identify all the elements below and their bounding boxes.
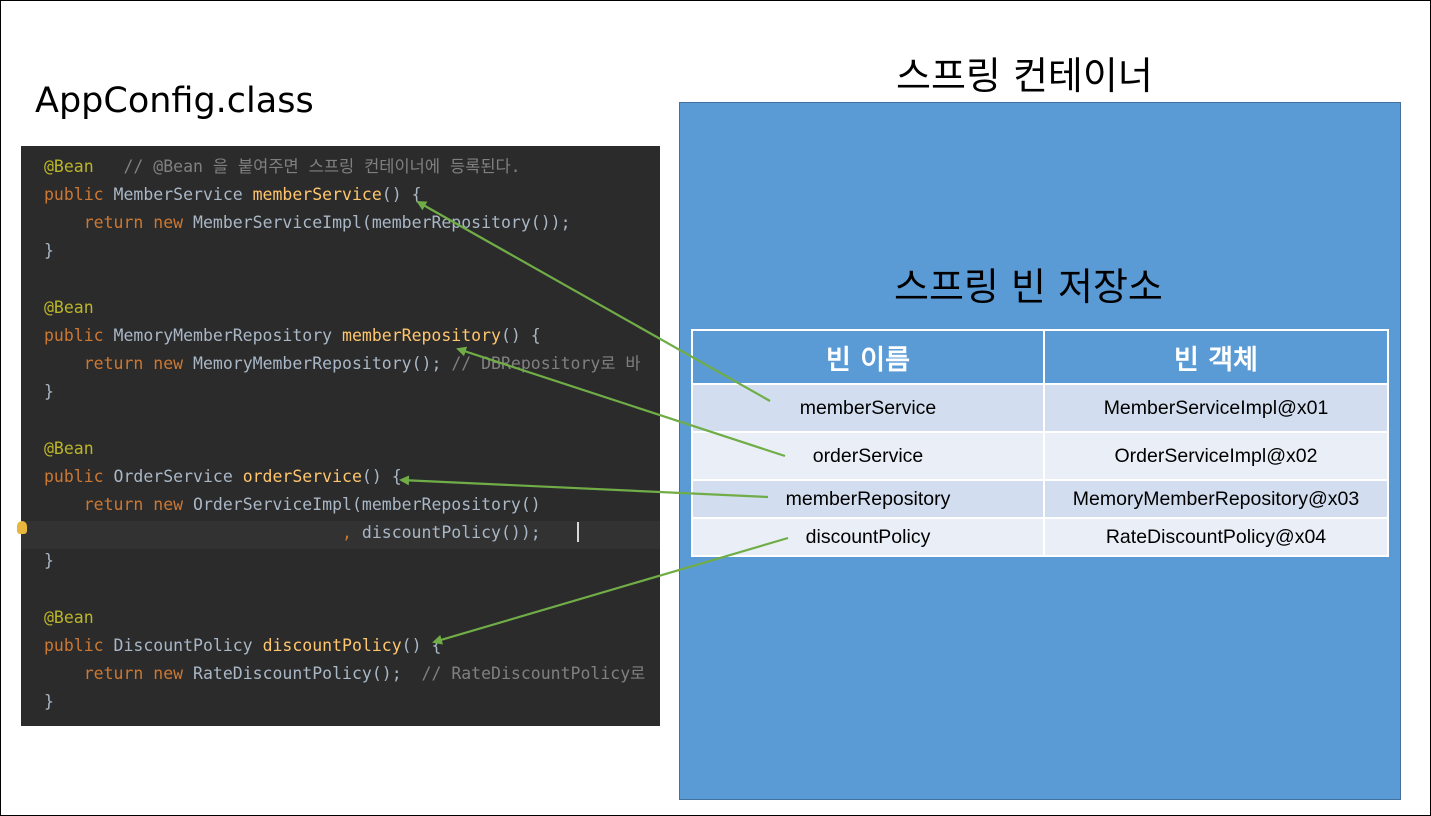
code-line-17: }	[44, 692, 54, 711]
code-line-6: public MemoryMemberRepository memberRepo…	[44, 326, 541, 345]
table-row: discountPolicy RateDiscountPolicy@x04	[691, 517, 1389, 557]
code-line-2: public MemberService memberService() {	[44, 185, 422, 204]
code-line-7: return new MemoryMemberRepository(); // …	[83, 354, 641, 373]
text-caret	[577, 522, 579, 542]
table-row: memberService MemberServiceImpl@x01	[691, 383, 1389, 433]
code-editor: @Bean // @Bean 을 붙여주면 스프링 컨테이너에 등록된다. pu…	[21, 146, 660, 726]
bean-store-title: 스프링 빈 저장소	[894, 265, 1163, 309]
code-line-8: }	[44, 382, 54, 401]
bean-object-cell: OrderServiceImpl@x02	[1043, 431, 1389, 481]
container-title: 스프링 컨테이너	[896, 54, 1153, 98]
bean-object-cell: RateDiscountPolicy@x04	[1043, 517, 1389, 557]
header-bean-object: 빈 객체	[1043, 329, 1389, 385]
table-row: memberRepository MemoryMemberRepository@…	[691, 479, 1389, 519]
code-line-9: @Bean	[44, 439, 94, 458]
header-bean-name: 빈 이름	[691, 329, 1045, 385]
code-line-13: }	[44, 551, 54, 570]
code-line-3: return new MemberServiceImpl(memberRepos…	[83, 213, 571, 232]
code-line-16: return new RateDiscountPolicy(); // Rate…	[83, 664, 646, 683]
bean-name-cell: memberRepository	[691, 479, 1045, 519]
bean-table: 빈 이름 빈 객체 memberService MemberServiceImp…	[691, 329, 1389, 557]
code-line-15: public DiscountPolicy discountPolicy() {	[44, 636, 442, 655]
bean-object-cell: MemberServiceImpl@x01	[1043, 383, 1389, 433]
code-line-1: @Bean // @Bean 을 붙여주면 스프링 컨테이너에 등록된다.	[44, 157, 521, 176]
code-line-14: @Bean	[44, 608, 94, 627]
code-line-11: return new OrderServiceImpl(memberReposi…	[83, 495, 541, 514]
code-line-4: }	[44, 241, 54, 260]
appconfig-title: AppConfig.class	[35, 81, 314, 121]
code-line-5: @Bean	[44, 298, 94, 317]
table-row: orderService OrderServiceImpl@x02	[691, 431, 1389, 481]
bean-name-cell: orderService	[691, 431, 1045, 481]
bean-object-cell: MemoryMemberRepository@x03	[1043, 479, 1389, 519]
code-line-12: , discountPolicy());	[342, 523, 541, 542]
bean-name-cell: memberService	[691, 383, 1045, 433]
code-line-10: public OrderService orderService() {	[44, 467, 402, 486]
lightbulb-icon[interactable]	[17, 521, 27, 534]
bean-name-cell: discountPolicy	[691, 517, 1045, 557]
